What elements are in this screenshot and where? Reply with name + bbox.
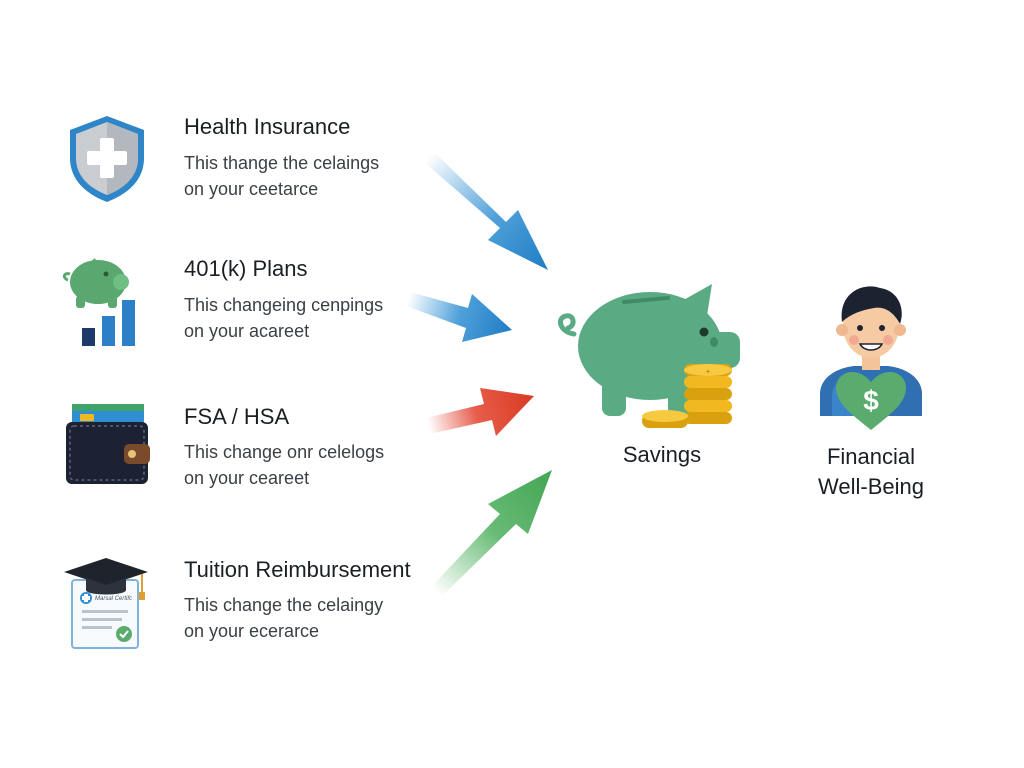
benefit-description-line: This thange the celaings (184, 153, 380, 173)
piggy-bank-coins-icon: + (557, 284, 740, 428)
svg-text:+: + (706, 367, 711, 376)
benefit-description: This change onr celelogs on your cearеet (184, 439, 454, 491)
benefit-description-line: This changeing cenpings (184, 295, 384, 315)
benefit-description-line: on your ecerarce (184, 621, 320, 641)
arrow-health-to-savings (424, 152, 548, 270)
benefit-description: This changeing cenpings on your acareet (184, 292, 454, 344)
dollar-sign: $ (863, 385, 879, 416)
wellbeing-label-line: Financial (826, 444, 916, 469)
arrow-fsa-to-savings (426, 388, 534, 436)
coin-stack: + (684, 364, 732, 424)
financial-wellbeing-label: Financial Well-Being (796, 442, 946, 502)
wallet-icon (66, 404, 150, 484)
benefit-401k: 401(k) Plans This changeing cenpings on … (62, 252, 462, 362)
benefit-tuition: Marsal Certifc Tuition Reimbursement Thi… (62, 554, 462, 664)
graduation-cap-certificate-icon: Marsal Certifc (64, 558, 148, 649)
arrow-tuition-to-savings (432, 470, 552, 596)
benefit-description: This change the celaingy on your ecerarc… (184, 592, 454, 644)
person-heart-dollar-icon: $ (820, 286, 922, 430)
coin-pile (642, 410, 688, 428)
benefit-description-line: on your ceetarce (184, 179, 319, 199)
certificate-text: Marsal Certifc (95, 596, 132, 602)
piggy-bank-chart-icon (62, 258, 135, 346)
benefit-description: This thange the celaings on your ceetarc… (184, 150, 454, 202)
savings-label: Savings (622, 442, 702, 467)
benefit-title: Tuition Reimbursement (184, 557, 411, 582)
benefit-description-line: on your acareet (184, 321, 310, 341)
benefit-description-line: This change the celaingy (184, 595, 384, 615)
benefit-description-line: on your cearеet (184, 468, 310, 488)
benefit-title: FSA / HSA (184, 404, 290, 429)
benefit-health-insurance: Health Insurance This thange the celaing… (62, 110, 462, 220)
benefit-title: Health Insurance (184, 114, 351, 139)
benefit-title: 401(k) Plans (184, 256, 308, 281)
wellbeing-label-line: Well-Being (818, 474, 924, 499)
shield-cross-icon (70, 116, 144, 202)
benefit-description-line: This change onr celelogs (184, 442, 385, 462)
benefit-fsa-hsa: FSA / HSA This change onr celelogs on yo… (62, 400, 462, 510)
arrow-401k-to-savings (406, 292, 512, 342)
